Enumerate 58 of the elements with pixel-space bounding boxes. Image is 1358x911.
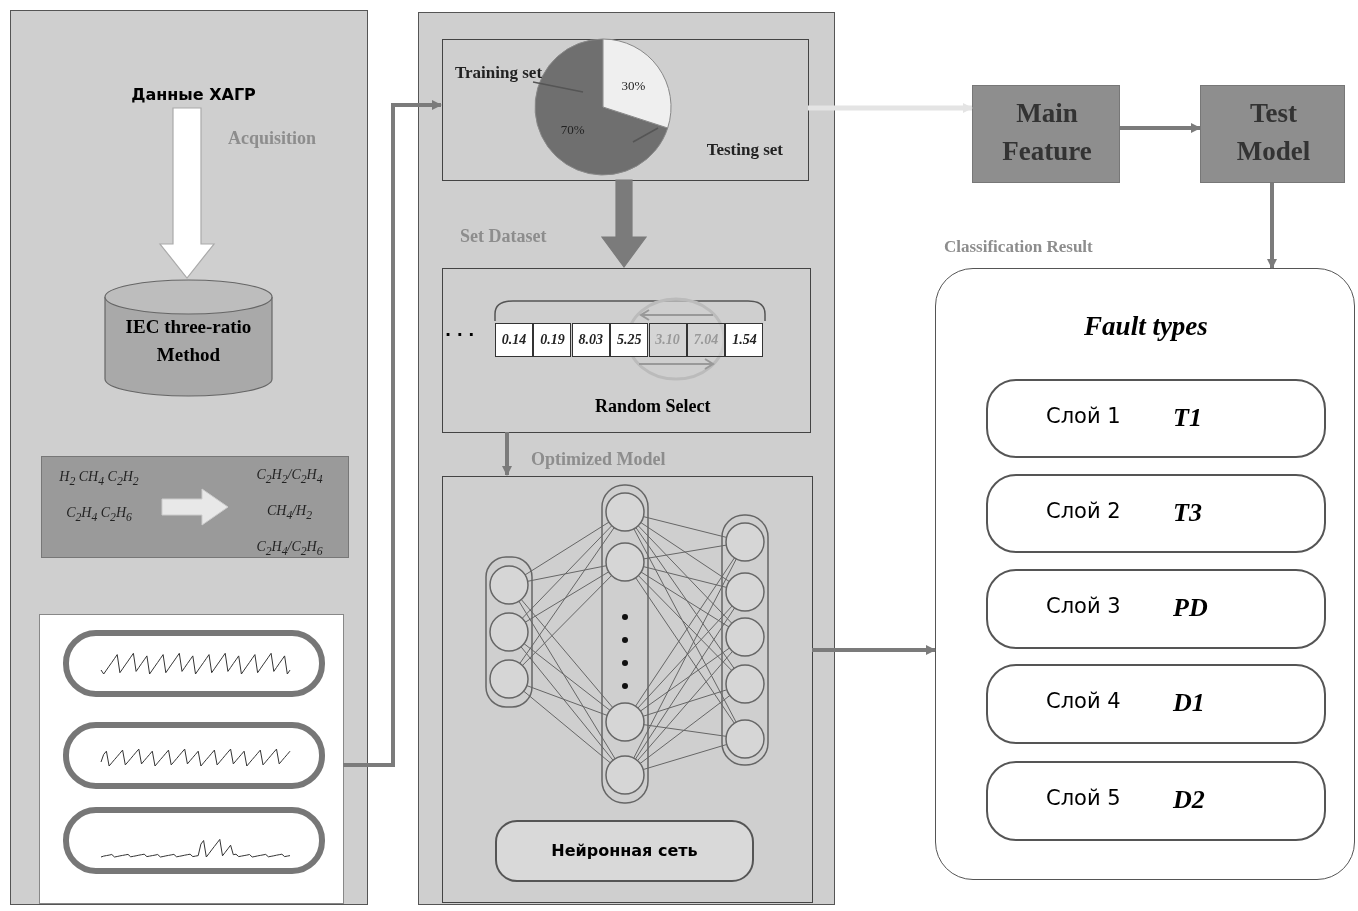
- fault-type-box: [986, 569, 1326, 649]
- gas-ratio-box: [41, 456, 349, 558]
- ratio-list: C$_{2}$H$_{2}$/C$_{2}$H$_{4}$ CH$_{4}$/H$_{2}$ C$_{2}$H$_{4}$/C$_{2}$H$_{6}$: [237, 459, 342, 567]
- ellipsis-mark: · · ·: [445, 325, 475, 344]
- value-label: 30%: [621, 78, 646, 93]
- value-cell: 8.03: [571, 323, 610, 357]
- data-label: Данные ХАГР: [130, 85, 257, 104]
- layer-label: Слой 2: [1046, 499, 1121, 523]
- fault-type-box: [986, 379, 1326, 458]
- arrow: [600, 179, 648, 268]
- fault-type-box: [986, 664, 1326, 744]
- arrow: [158, 107, 216, 279]
- arrow: [812, 645, 936, 655]
- arrow: [808, 103, 973, 113]
- process-box: [1200, 85, 1345, 183]
- fault-type-box: [986, 761, 1326, 841]
- fault-type-box: [986, 474, 1326, 553]
- signal-panel: [39, 614, 344, 904]
- value-cell: 1.54: [725, 323, 764, 357]
- value-label: 70%: [560, 122, 585, 137]
- panel-background: [418, 12, 835, 905]
- value-cell: 0.19: [533, 323, 572, 357]
- dataset-split-box: [442, 39, 809, 181]
- arrow: [343, 100, 442, 767]
- arrow: [1267, 183, 1277, 269]
- value-cell: 7.04: [687, 323, 725, 357]
- box-heading: Fault types: [1083, 311, 1209, 342]
- dataset-box: [442, 268, 811, 433]
- fault-code: T3: [1173, 498, 1202, 528]
- box-label: Main Feature: [1001, 97, 1093, 168]
- box-heading: Optimized Model: [531, 449, 666, 470]
- arrow: [1120, 123, 1201, 133]
- box-heading: Classification Result: [944, 237, 1093, 257]
- value-cell: 0.14: [495, 323, 533, 357]
- edge-label: Set Dataset: [460, 226, 547, 247]
- network-label-box: [495, 820, 754, 882]
- category-label: Training set: [455, 63, 543, 82]
- value-cell: 5.25: [610, 323, 649, 357]
- layer-label: Слой 3: [1046, 594, 1121, 618]
- box-label: Random Select: [595, 396, 711, 417]
- arrow: [502, 432, 512, 476]
- value-cell: 3.10: [648, 323, 687, 357]
- gas-list: H$_{2}$ CH$_{4}$ C$_{2}$H$_{2}$ C$_{2}$H$_{4}$ C$_{2}$H$_{6}$: [50, 461, 148, 533]
- fault-code: PD: [1173, 593, 1208, 623]
- fault-code: D2: [1173, 785, 1205, 815]
- box-label: Test Model: [1235, 97, 1312, 168]
- edge-label: Acquisition: [228, 128, 317, 149]
- process-box: [972, 85, 1120, 183]
- method-label: IEC three-ratio Method: [124, 315, 253, 367]
- layer-label: Слой 4: [1046, 689, 1121, 713]
- fault-code: T1: [1173, 403, 1202, 433]
- database-cylinder: [104, 279, 273, 397]
- fault-code: D1: [1173, 688, 1205, 718]
- layer-label: Слой 1: [1046, 404, 1121, 428]
- panel-background: [10, 10, 368, 905]
- box-label: Нейронная сеть: [550, 841, 699, 860]
- category-label: Testing set: [706, 140, 783, 159]
- layer-label: Слой 5: [1046, 786, 1121, 810]
